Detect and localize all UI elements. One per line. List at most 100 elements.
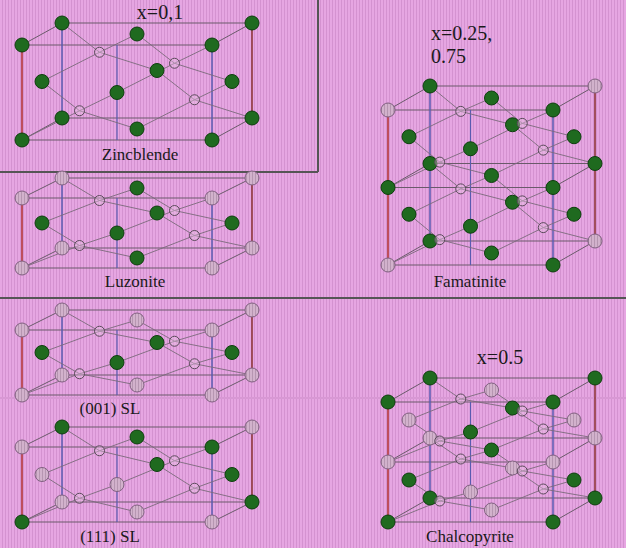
green-cation: [567, 207, 581, 221]
grey-cation: [245, 241, 259, 255]
green-cation: [150, 336, 164, 350]
bond-line: [195, 364, 253, 375]
bond-line: [80, 498, 138, 512]
bond-line: [543, 228, 595, 241]
bond-line: [137, 100, 195, 129]
green-cation: [15, 133, 29, 147]
cell-edge: [211, 447, 213, 522]
composition-label: x=0.25, 0.75: [428, 22, 516, 68]
anion-atom: [538, 223, 548, 233]
cell-edge: [211, 198, 213, 268]
structure-name: (111) SL: [77, 527, 143, 547]
cell-edge: [470, 402, 471, 522]
grey-cation: [205, 261, 219, 275]
grey-cation: [381, 258, 395, 272]
bond-line: [409, 111, 461, 136]
grey-cation: [130, 378, 144, 392]
cell-edge: [62, 427, 252, 428]
cell-edge: [430, 241, 595, 242]
bond-line: [22, 246, 80, 269]
anion-atom: [456, 454, 466, 464]
grey-cation: [205, 191, 219, 205]
green-cation: [35, 75, 49, 89]
unit-cell: [15, 171, 259, 275]
cell-edge: [470, 110, 471, 265]
grey-cation: [245, 171, 259, 185]
green-cation: [205, 133, 219, 147]
anion-atom: [95, 47, 105, 57]
cell-edge: [211, 45, 213, 140]
bond-line: [117, 341, 175, 362]
grey-cation: [15, 323, 29, 337]
bond-line: [409, 189, 461, 214]
cell-edge: [251, 427, 253, 502]
structure-name: Famatinite: [431, 272, 510, 292]
bond-line: [80, 246, 138, 259]
bond-line: [42, 52, 100, 81]
bond-line: [22, 111, 80, 140]
bond-line: [100, 52, 158, 70]
anion-atom: [75, 106, 85, 116]
anion-atom: [75, 493, 85, 503]
bond-line: [175, 341, 233, 352]
anion-atom: [517, 466, 527, 476]
green-cation: [225, 216, 239, 230]
green-cation: [402, 130, 416, 144]
green-cation: [110, 86, 124, 100]
green-cation: [130, 430, 144, 444]
grey-cation: [588, 79, 602, 93]
bond-line: [80, 111, 138, 129]
cell-edge: [21, 447, 23, 522]
bond-line: [42, 201, 100, 224]
bond-line: [137, 364, 195, 385]
green-cation: [150, 458, 164, 472]
cell-edge: [430, 438, 595, 439]
bond-line: [117, 461, 175, 485]
green-cation: [130, 181, 144, 195]
anion-atom: [95, 326, 105, 336]
grey-cation: [402, 413, 416, 427]
cell-edge: [430, 378, 595, 379]
grey-cation: [15, 440, 29, 454]
bond-line: [195, 236, 253, 249]
green-cation: [205, 440, 219, 454]
grey-cation: [55, 241, 69, 255]
anion-atom: [456, 106, 466, 116]
green-cation: [225, 468, 239, 482]
bond-line: [195, 488, 253, 502]
grey-cation: [567, 413, 581, 427]
grey-cation: [245, 303, 259, 317]
green-cation: [485, 443, 499, 457]
anion-atom: [190, 95, 200, 105]
cell-edge: [61, 23, 63, 118]
green-cation: [546, 181, 560, 195]
green-cation: [464, 219, 478, 233]
bond-line: [492, 228, 544, 253]
green-cation: [423, 79, 437, 93]
green-cation: [423, 371, 437, 385]
anion-atom: [190, 359, 200, 369]
unit-cell: [15, 420, 259, 529]
cell-edge: [251, 178, 253, 248]
green-cation: [245, 111, 259, 125]
bond-line: [440, 441, 492, 450]
cell-edge: [251, 310, 253, 375]
grey-cation: [381, 103, 395, 117]
anion-atom: [190, 483, 200, 493]
grey-cation: [546, 455, 560, 469]
green-cation: [402, 473, 416, 487]
grey-cation: [245, 368, 259, 382]
green-cation: [381, 181, 395, 195]
grey-cation: [15, 191, 29, 205]
anion-atom: [538, 145, 548, 155]
bond-line: [137, 236, 195, 259]
bond-line: [80, 374, 138, 385]
green-cation: [205, 38, 219, 52]
green-cation: [567, 473, 581, 487]
bond-line: [461, 111, 513, 124]
grey-cation: [130, 313, 144, 327]
grey-cation: [55, 495, 69, 509]
green-cation: [485, 169, 499, 183]
green-cation: [464, 142, 478, 156]
bond-line: [195, 100, 253, 118]
